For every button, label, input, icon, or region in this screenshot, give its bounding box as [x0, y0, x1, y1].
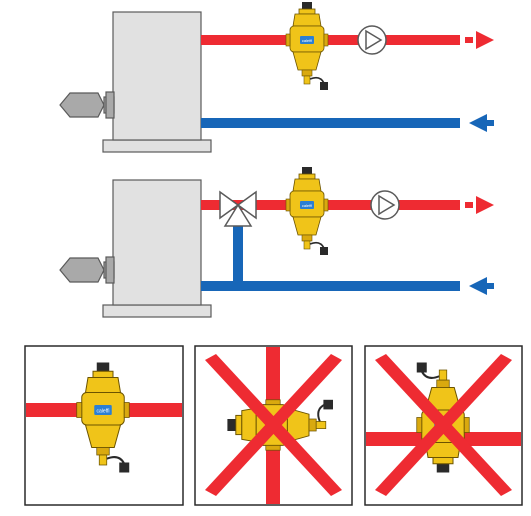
- boiler-base: [102, 304, 212, 318]
- boiler: [112, 179, 202, 306]
- burner-flange: [105, 256, 115, 284]
- cross-mark-icon: [375, 354, 512, 496]
- return-arrow-tail: [486, 283, 494, 289]
- diagram-boiler-direct: [59, 1, 494, 153]
- installation-example-upside-down-wrong: [364, 345, 523, 506]
- dirt-separator-icon: [285, 166, 329, 256]
- supply-arrow-tail: [465, 202, 473, 208]
- supply-flow-arrow-icon: [476, 196, 494, 214]
- pump-icon: [370, 190, 400, 220]
- diagram-boiler-mixing-valve: [59, 166, 494, 318]
- installation-example-horizontal-wrong: [194, 345, 353, 506]
- return-flow-arrow-icon: [469, 114, 487, 132]
- return-flow-arrow-icon: [469, 277, 487, 295]
- bypass-pipe: [233, 225, 243, 283]
- return-pipe: [201, 118, 460, 128]
- supply-arrow-tail: [465, 37, 473, 43]
- cross-mark-icon: [205, 354, 342, 496]
- boiler-base: [102, 139, 212, 153]
- three-way-valve-icon: [219, 190, 257, 227]
- supply-pipe: [201, 200, 460, 210]
- supply-pipe: [201, 35, 460, 45]
- installation-example-correct: [24, 345, 184, 506]
- return-arrow-tail: [486, 120, 494, 126]
- return-pipe: [201, 281, 460, 291]
- boiler: [112, 11, 202, 141]
- pump-icon: [357, 25, 387, 55]
- burner-flange: [105, 91, 115, 119]
- dirt-separator-icon: [285, 1, 329, 91]
- supply-flow-arrow-icon: [476, 31, 494, 49]
